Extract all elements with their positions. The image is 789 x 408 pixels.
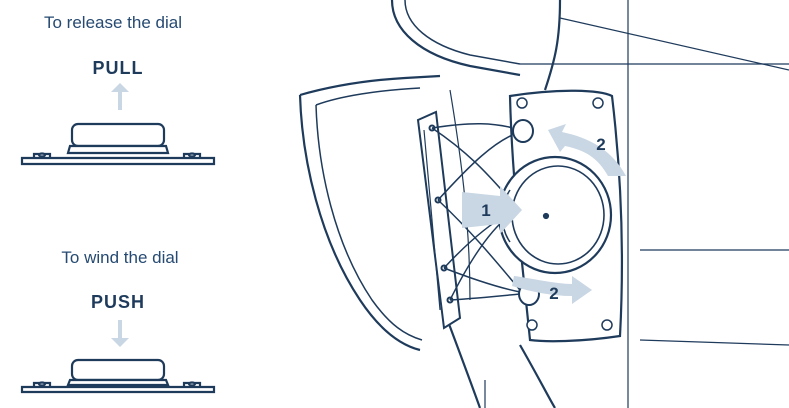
step1-number: 1: [481, 201, 490, 220]
down-arrow-icon: [111, 320, 129, 347]
release-caption: To release the dial: [44, 13, 182, 32]
pull-dial-illustration: [20, 83, 216, 166]
push-dial-illustration: [20, 320, 216, 394]
wind-caption: To wind the dial: [61, 248, 179, 267]
step-arrows: [462, 124, 626, 304]
step2-bottom-number: 2: [549, 284, 558, 303]
lace-guide: [416, 110, 462, 330]
boot-outline: [298, 0, 789, 408]
pull-label: PULL: [92, 58, 144, 78]
step2-bottom-arrow-icon: [512, 276, 592, 304]
push-label: PUSH: [90, 292, 145, 312]
up-arrow-icon: [111, 83, 129, 110]
step2-top-number: 2: [596, 135, 605, 154]
step2-top-arrow-icon: [548, 124, 626, 176]
step1-arrow-icon: [462, 186, 522, 234]
